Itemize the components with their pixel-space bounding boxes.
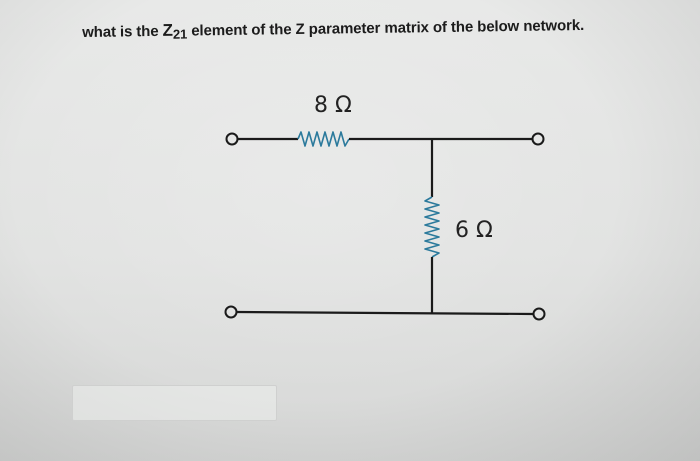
bottom-wire bbox=[236, 310, 534, 316]
shunt-resistor-label: 6 Ω bbox=[455, 218, 493, 243]
shunt-resistor bbox=[424, 196, 440, 258]
terminal-top-left-icon bbox=[225, 132, 239, 146]
terminal-bottom-left-icon bbox=[224, 305, 238, 319]
terminal-top-right-icon bbox=[531, 132, 545, 146]
terminal-bottom-right-icon bbox=[532, 307, 546, 321]
answer-input-box[interactable] bbox=[72, 385, 277, 421]
series-resistor bbox=[297, 131, 350, 147]
series-resistor-label: 8 Ω bbox=[314, 93, 352, 118]
